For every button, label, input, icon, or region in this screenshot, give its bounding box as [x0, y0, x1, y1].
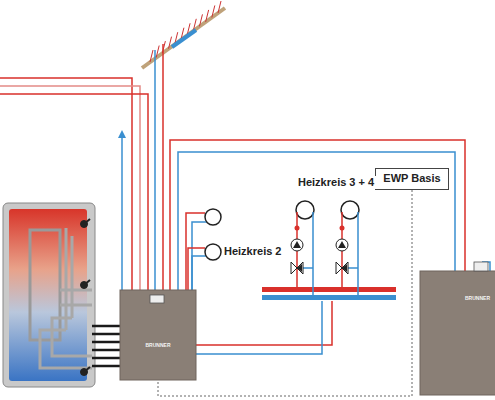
- node-text: BRUNNER: [120, 342, 196, 348]
- heating-pipes: [0, 44, 490, 354]
- boiler-housing: [420, 271, 495, 395]
- manifold-supply: [262, 287, 396, 292]
- control-display: [150, 295, 164, 303]
- storage-tank: [3, 203, 95, 387]
- circuit-label: Heizkreis 2: [222, 245, 283, 258]
- heat-center-unit: BRUNNER: [120, 290, 196, 380]
- heat-center-housing: [120, 290, 196, 380]
- node-text: EWP Basis: [382, 172, 442, 185]
- tank-pipes: [92, 326, 121, 366]
- heating-loop: [205, 209, 221, 260]
- manifold-return: [262, 295, 396, 300]
- heating-loop-group: [291, 201, 359, 295]
- controller-box: EWP Basis: [375, 168, 449, 190]
- node-text: BRUNNER: [420, 295, 490, 301]
- boiler-unit: BRUNNER: [420, 271, 495, 395]
- circuit-label: Heizkreis 3 + 4: [296, 176, 376, 189]
- control-cable: [158, 190, 412, 396]
- control-display: [474, 262, 488, 271]
